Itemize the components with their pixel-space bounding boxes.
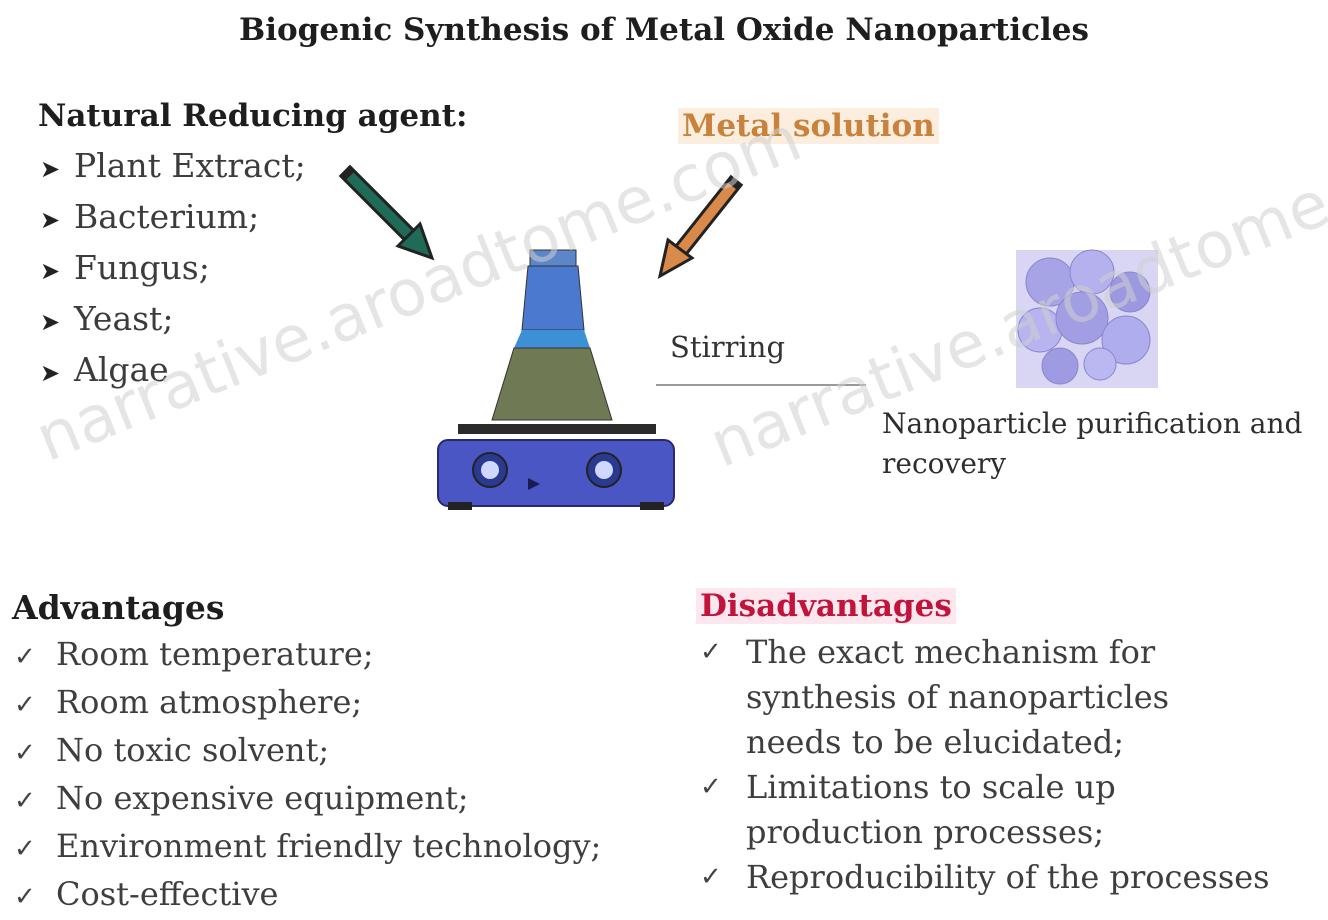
list-item: ➤Algae xyxy=(40,346,306,397)
check-mark-icon: ✓ xyxy=(14,786,36,816)
list-item: ✓No toxic solvent; xyxy=(14,728,601,776)
diagram-title: Biogenic Synthesis of Metal Oxide Nanopa… xyxy=(239,12,1089,48)
reducing-agent-arrow-icon xyxy=(338,164,435,261)
arrowhead-bullet-icon: ➤ xyxy=(40,155,61,183)
check-mark-icon: ✓ xyxy=(14,738,36,768)
arrowhead-bullet-icon: ➤ xyxy=(40,206,61,234)
purification-label: Nanoparticle purification and recovery xyxy=(882,407,1303,480)
list-item: ➤Yeast; xyxy=(40,295,306,346)
list-item: ➤Bacterium; xyxy=(40,193,306,244)
list-item: ✓Limitations to scale up production proc… xyxy=(700,765,1326,855)
disadvantages-list: ✓The exact mechanism for synthesis of na… xyxy=(700,630,1326,900)
check-mark-icon: ✓ xyxy=(700,772,722,802)
stirring-connector-line xyxy=(656,384,866,386)
nanoparticle-cluster-icon xyxy=(1016,249,1158,388)
advantages-list: ✓Room temperature; ✓Room atmosphere; ✓No… xyxy=(14,632,601,920)
reducing-agent-heading: Natural Reducing agent: xyxy=(38,98,468,134)
diagram-graphics xyxy=(338,164,1158,510)
flask-on-hotplate-stirrer-icon xyxy=(437,249,675,510)
check-mark-icon: ✓ xyxy=(700,862,722,892)
reducing-agent-list: ➤Plant Extract; ➤Bacterium; ➤Fungus; ➤Ye… xyxy=(40,142,306,397)
list-item: ✓Room atmosphere; xyxy=(14,680,601,728)
metal-solution-arrow-icon xyxy=(657,174,744,279)
check-mark-icon: ✓ xyxy=(14,882,36,912)
check-mark-icon: ✓ xyxy=(14,834,36,864)
arrowhead-bullet-icon: ➤ xyxy=(40,359,61,387)
list-item: ✓Reproducibility of the processes xyxy=(700,855,1326,900)
list-item: ✓The exact mechanism for synthesis of na… xyxy=(700,630,1326,765)
metal-solution-label: Metal solution xyxy=(678,108,939,144)
check-mark-icon: ✓ xyxy=(700,637,722,667)
list-item: ✓Cost-effective xyxy=(14,872,601,920)
list-item: ✓Room temperature; xyxy=(14,632,601,680)
list-item: ➤Plant Extract; xyxy=(40,142,306,193)
list-item: ➤Fungus; xyxy=(40,244,306,295)
advantages-heading: Advantages xyxy=(12,588,225,627)
list-item: ✓Environment friendly technology; xyxy=(14,824,601,872)
arrowhead-bullet-icon: ➤ xyxy=(40,308,61,336)
stirring-label: Stirring xyxy=(670,330,786,364)
disadvantages-heading: Disadvantages xyxy=(696,588,956,624)
check-mark-icon: ✓ xyxy=(14,690,36,720)
list-item: ✓No expensive equipment; xyxy=(14,776,601,824)
arrowhead-bullet-icon: ➤ xyxy=(40,257,61,285)
check-mark-icon: ✓ xyxy=(14,642,36,672)
